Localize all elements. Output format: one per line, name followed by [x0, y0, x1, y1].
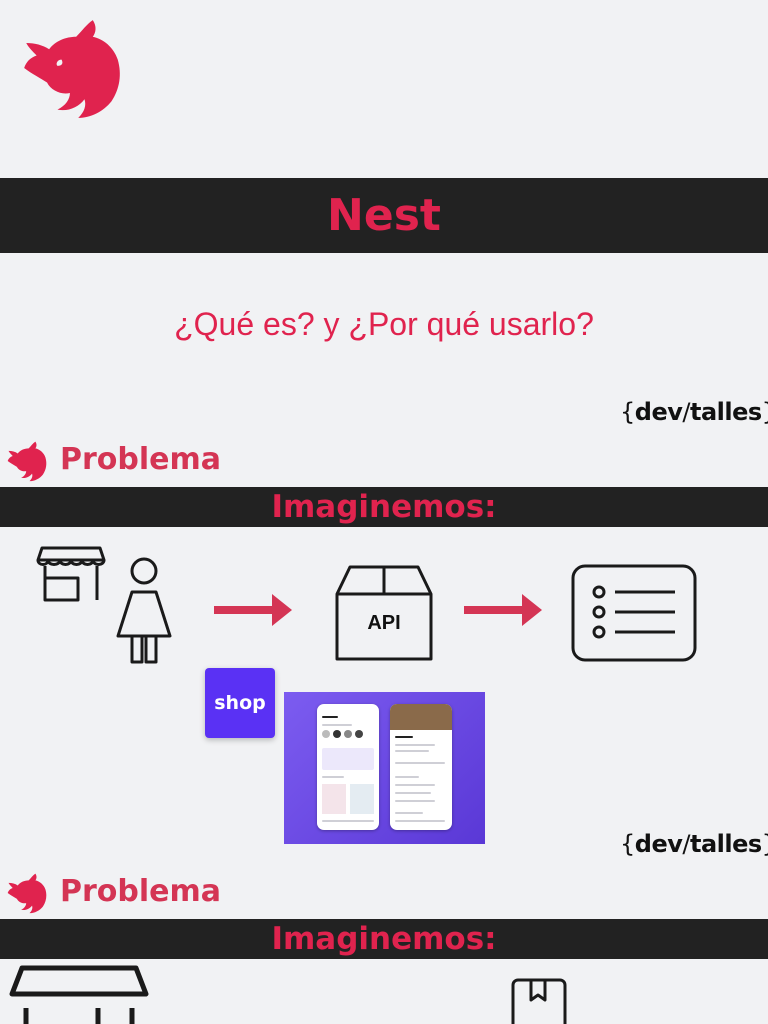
- imaginemos-band: Imaginemos:: [0, 487, 768, 527]
- bookmark-icon: [511, 978, 567, 1024]
- store-icon: [36, 546, 106, 602]
- brand-close-brace: }: [762, 830, 768, 858]
- brand-slash: /: [682, 830, 690, 858]
- slide-title: Nest: [327, 190, 441, 241]
- arrow-right-icon: [464, 594, 542, 626]
- arrow-right-icon: [214, 594, 292, 626]
- phone-mockup: [317, 704, 379, 830]
- person-icon: [116, 557, 172, 664]
- brand-open-brace: {: [620, 398, 635, 426]
- store-icon: [9, 965, 149, 1024]
- section-heading: Problema: [60, 874, 222, 909]
- band-title: Imaginemos:: [271, 489, 497, 525]
- devtalles-brand: {dev/talles}: [620, 398, 768, 426]
- brand-slash: /: [682, 398, 690, 426]
- brand-close-brace: }: [762, 398, 768, 426]
- nestjs-logo-icon: [24, 20, 120, 118]
- section-heading: Problema: [60, 442, 222, 477]
- title-band: Nest: [0, 178, 768, 253]
- list-icon: [571, 564, 697, 662]
- devtalles-brand: {dev/talles}: [620, 830, 768, 858]
- nestjs-logo-icon: [7, 441, 47, 482]
- api-label: API: [367, 612, 401, 634]
- band-title: Imaginemos:: [271, 921, 497, 957]
- slide-subtitle: ¿Qué es? y ¿Por qué usarlo?: [174, 306, 594, 342]
- brand-open-brace: {: [620, 830, 635, 858]
- nestjs-logo-icon: [7, 873, 47, 914]
- api-box-icon: [335, 565, 433, 661]
- brand-dev: dev: [634, 398, 683, 426]
- phone-mockup: [390, 704, 452, 830]
- imaginemos-band: Imaginemos:: [0, 919, 768, 959]
- shop-app-screenshot: [284, 692, 485, 844]
- brand-dev: dev: [634, 830, 683, 858]
- brand-talles: talles: [689, 830, 762, 858]
- shop-app-icon: shop: [205, 668, 275, 738]
- brand-talles: talles: [689, 398, 762, 426]
